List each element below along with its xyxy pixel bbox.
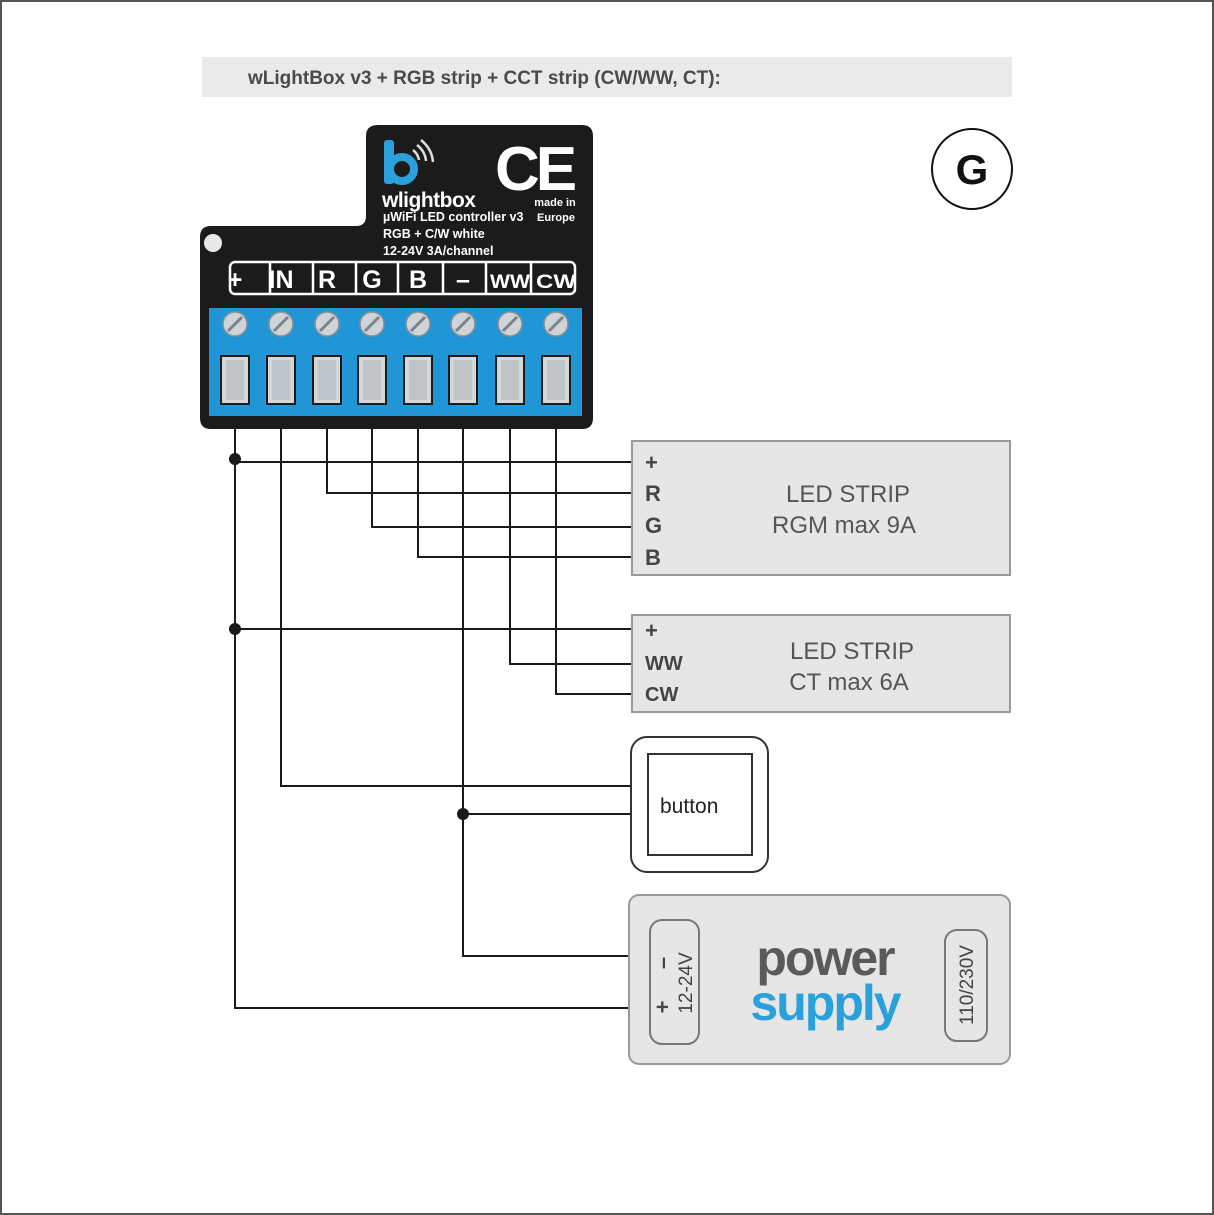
badge-circle [931,128,1013,210]
wire-r [326,405,632,494]
wire-b [417,405,632,558]
rgb-led-strip: + R G B LED STRIP RGM max 9A [631,440,1011,576]
ct-pin-cw: CW [645,684,678,706]
screw-slot [501,315,519,333]
ce-mark: CE [495,135,575,204]
controller-rating: 12-24V 3A/channel [383,244,493,258]
header-bar: wLightBox v3 + RGB strip + CCT strip (CW… [202,57,1012,97]
psu-ac-voltage: 110/230V [957,945,978,1025]
wire-cw [555,405,632,695]
psu-word-supply: supply [750,975,901,1031]
terminal-clamp-inner [454,360,472,400]
screw-slot [272,315,290,333]
button-inner [647,753,753,856]
terminal-label: – [456,266,470,294]
terminal-screws [220,311,571,405]
terminal-clamp-inner [363,360,381,400]
terminal-label-strip [228,260,577,296]
button-label: button [660,795,718,818]
ct-strip-box [631,614,1011,713]
wire-plus-to-psu [234,405,632,1009]
controller-model: µWiFi LED controller v3 [383,210,523,224]
junction-dot [229,623,241,635]
terminal-clamp-inner [547,360,565,400]
ct-strip-rating: CT max 6A [789,669,909,696]
screw-slot [454,315,472,333]
rgb-strip-rating: RGM max 9A [772,512,916,539]
terminal-clamp-inner [409,360,427,400]
wire-in-to-button [280,405,632,787]
junction-dot [457,808,469,820]
screw-slot [409,315,427,333]
wire-junctions [229,453,469,820]
made-in-label: made in [534,197,576,209]
push-button: button [630,736,769,873]
terminal-label: WW [490,272,530,293]
psu-dc-terminal [649,919,700,1045]
power-supply: – + 12-24V 110/230V power supply [628,894,1011,1065]
rgb-strip-box [631,440,1011,576]
ct-pin-plus: + [645,618,658,643]
terminal-clamp-inner [272,360,290,400]
mounting-hole [204,234,222,252]
ct-strip-title: LED STRIP [790,638,914,665]
junction-dot [229,453,241,465]
header-background [202,57,1012,97]
psu-box [628,894,1011,1065]
psu-dc-minus: – [650,957,675,969]
terminal-clamp-inner [318,360,336,400]
controller-channels: RGB + C/W white [383,227,485,241]
wlightbox-logo-icon [384,139,435,185]
terminal-label: + [228,266,243,294]
psu-ac-terminal [944,929,988,1042]
rgb-strip-title: LED STRIP [786,481,910,508]
terminal-label: IN [269,266,294,294]
rgb-pin-g: G [645,513,662,538]
rgb-pin-b: B [645,545,661,570]
wire-minus-to-psu [462,405,632,957]
brand-name: wlightbox [381,189,476,212]
terminal-clamp-inner [501,360,519,400]
screw-slot [363,315,381,333]
terminal-block [209,308,582,416]
controller-device: wlightbox CE made in Europe µWiFi LED co… [200,125,593,429]
terminal-clamp-inner [226,360,244,400]
psu-dc-voltage: 12-24V [676,952,697,1014]
diagram-title: wLightBox v3 + RGB strip + CCT strip (CW… [247,68,721,89]
screw-slot [547,315,565,333]
terminal-label: CW [536,272,576,293]
wires [234,405,632,1009]
ct-pin-ww: WW [645,653,683,675]
ct-led-strip: + WW CW LED STRIP CT max 6A [631,614,1011,713]
badge-letter: G [956,146,989,193]
terminal-label: G [362,266,381,294]
screw-slot [318,315,336,333]
psu-word-power: power [756,930,895,986]
rgb-pin-plus: + [645,450,658,475]
psu-dc-plus: + [650,1001,675,1014]
screw-slot [226,315,244,333]
wire-ww [509,405,632,665]
terminal-label: B [409,266,427,294]
made-in-region: Europe [537,212,575,224]
variant-badge: G [931,128,1013,210]
rgb-pin-r: R [645,481,661,506]
terminal-label: R [318,266,336,294]
wire-g [371,405,632,528]
